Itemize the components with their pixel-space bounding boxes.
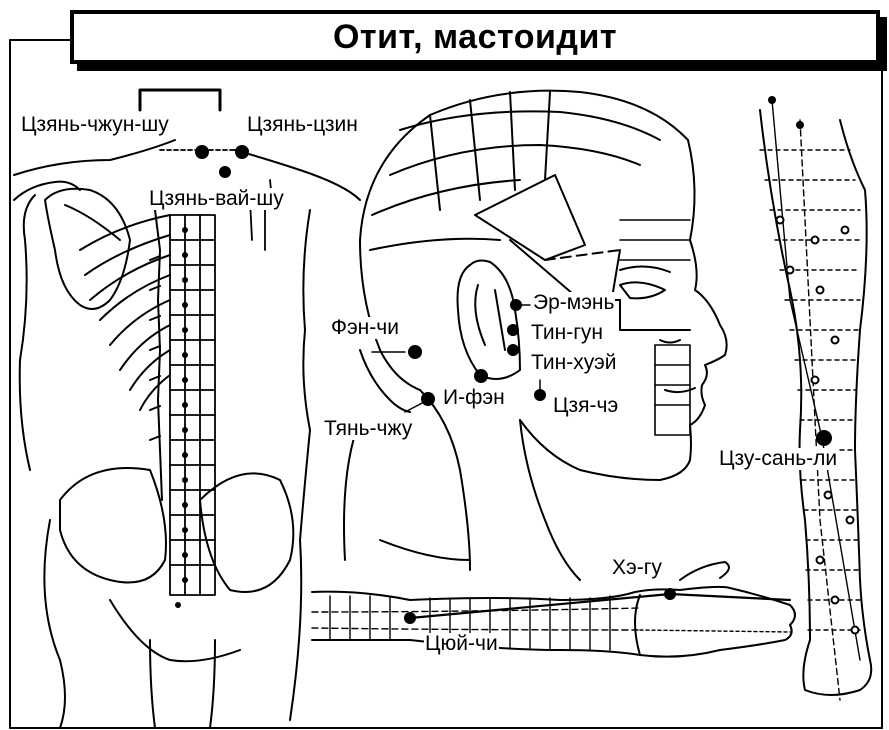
title-box: Отит, мастоидит bbox=[70, 10, 880, 64]
label-tszya-che: Цзя-чэ bbox=[552, 394, 620, 417]
label-khe-gu: Хэ-гу bbox=[611, 556, 663, 579]
head-points bbox=[408, 299, 546, 406]
label-tszyan-vay-shu: Цзянь-вай-шу bbox=[148, 187, 285, 210]
arm-figure bbox=[311, 561, 796, 658]
arm-grid bbox=[311, 592, 792, 651]
frame bbox=[9, 39, 883, 729]
label-tszu-san-li: Цзу-сань-ли bbox=[718, 447, 839, 470]
label-tsyuy-chi: Цюй-чи bbox=[424, 632, 499, 655]
head-figure bbox=[343, 89, 728, 581]
page-title: Отит, мастоидит bbox=[332, 17, 617, 56]
label-fen-chi: Фэн-чи bbox=[330, 316, 400, 339]
leg-grid bbox=[759, 99, 865, 701]
head-leaders bbox=[371, 304, 541, 413]
back-figure bbox=[13, 139, 361, 729]
label-tin-khuey: Тин-хуэй bbox=[530, 351, 618, 374]
label-tin-gun: Тин-гун bbox=[530, 321, 604, 344]
label-i-fen: И-фэн bbox=[442, 386, 506, 409]
label-tszyan-chzhun-shu: Цзянь-чжун-шу bbox=[20, 113, 170, 136]
label-tszyan-tszin: Цзянь-цзин bbox=[246, 113, 359, 136]
leg-figure bbox=[759, 109, 873, 696]
back-points bbox=[175, 145, 249, 608]
label-er-men: Эр-мэнь bbox=[532, 291, 616, 314]
head-grid bbox=[619, 219, 691, 436]
label-tyan-chzhu: Тянь-чжу bbox=[323, 417, 414, 440]
arm-points bbox=[404, 588, 676, 624]
leg-points bbox=[768, 96, 860, 635]
